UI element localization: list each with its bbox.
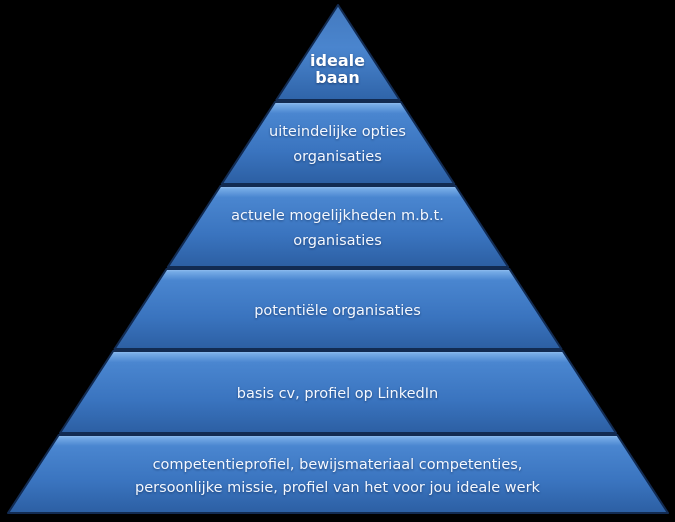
pyramid-level-5-shape xyxy=(59,350,617,434)
pyramid-level-3-shape xyxy=(166,185,510,268)
pyramid-level-1-shape xyxy=(275,4,401,101)
pyramid-level-2-shape xyxy=(220,101,456,185)
pyramid-level-6-shape xyxy=(7,434,669,514)
pyramid-level-4-shape xyxy=(113,268,563,350)
